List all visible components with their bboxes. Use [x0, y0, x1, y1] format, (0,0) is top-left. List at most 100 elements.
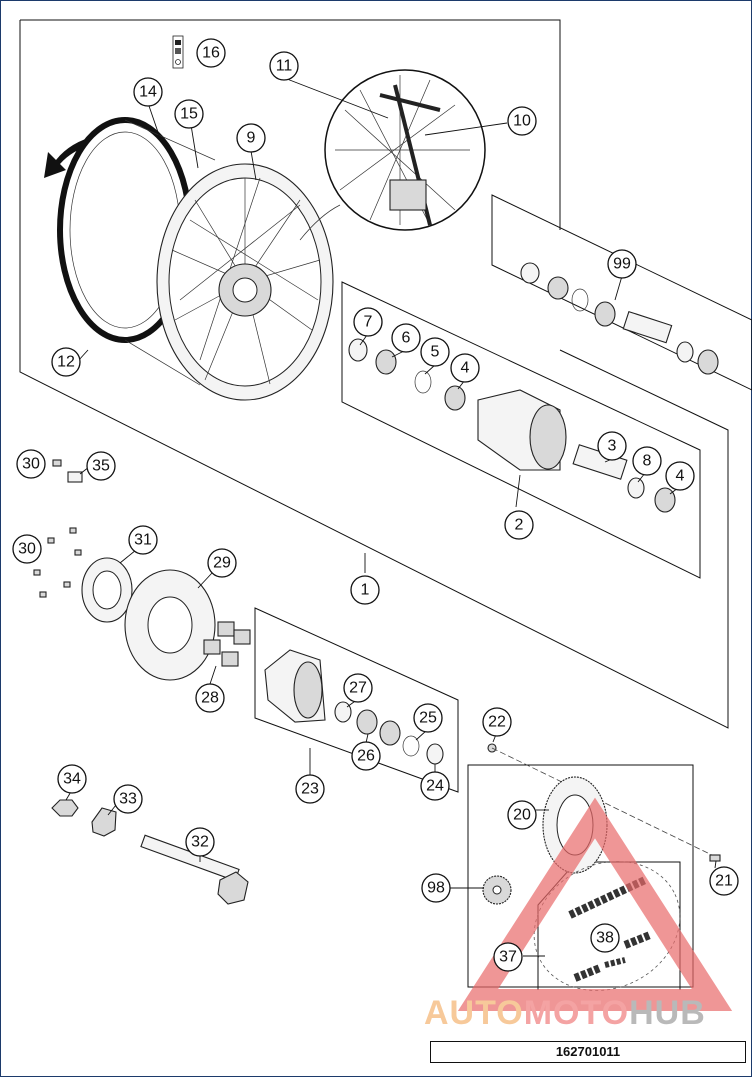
svg-text:16: 16	[202, 45, 220, 62]
svg-text:5: 5	[431, 344, 440, 361]
callout-27: 27	[343, 673, 373, 703]
bearing-kit-parts	[520, 262, 719, 375]
callout-33: 33	[113, 784, 143, 814]
callout-98: 98	[421, 873, 451, 903]
callout-21: 21	[709, 866, 739, 896]
small-fasteners	[33, 459, 83, 598]
watermark-part2: MOTO	[523, 994, 630, 1032]
callout-3: 3	[597, 431, 627, 461]
callout-labels: 1 2 3 4 4 5 6 7 8 9 10 11 12 14 15 16 20…	[12, 38, 739, 972]
hub-group-frame	[341, 281, 701, 579]
svg-text:23: 23	[301, 781, 319, 798]
svg-text:8: 8	[643, 453, 652, 470]
wheel-group-frame	[20, 19, 561, 230]
carrier-group-parts	[264, 649, 444, 765]
callout-35: 35	[86, 451, 116, 481]
svg-text:9: 9	[247, 130, 256, 147]
svg-text:98: 98	[427, 880, 445, 897]
svg-text:27: 27	[349, 680, 367, 697]
svg-text:37: 37	[499, 949, 517, 966]
svg-text:35: 35	[92, 458, 110, 475]
svg-text:15: 15	[180, 106, 198, 123]
callout-22: 22	[482, 707, 512, 737]
callout-24: 24	[420, 771, 450, 801]
callout-4a: 4	[450, 353, 480, 383]
callout-34: 34	[57, 764, 87, 794]
svg-text:30: 30	[22, 456, 40, 473]
callout-2: 2	[504, 510, 534, 540]
callout-23: 23	[295, 774, 325, 804]
callout-10: 10	[507, 106, 537, 136]
callout-99: 99	[607, 249, 637, 279]
callout-12: 12	[51, 347, 81, 377]
svg-text:30: 30	[18, 541, 36, 558]
svg-text:20: 20	[513, 807, 531, 824]
svg-text:31: 31	[134, 532, 152, 549]
rear-wheel	[57, 117, 334, 401]
callout-32: 32	[185, 827, 215, 857]
svg-text:4: 4	[461, 360, 470, 377]
sprocket-parts	[482, 743, 721, 905]
chain-parts	[533, 861, 681, 991]
callout-6: 6	[391, 323, 421, 353]
callout-5: 5	[420, 337, 450, 367]
hub-group-parts	[348, 338, 676, 513]
svg-text:32: 32	[191, 834, 209, 851]
svg-text:25: 25	[419, 710, 437, 727]
leader-lines	[65, 55, 717, 957]
callout-28: 28	[195, 683, 225, 713]
svg-text:11: 11	[276, 58, 293, 75]
svg-text:10: 10	[513, 113, 531, 130]
svg-text:12: 12	[57, 354, 75, 371]
svg-text:99: 99	[613, 256, 631, 273]
svg-text:34: 34	[63, 771, 81, 788]
callout-20: 20	[507, 800, 537, 830]
callout-15: 15	[174, 99, 204, 129]
watermark-text: AUTOMOTOHUB	[424, 994, 706, 1033]
svg-text:1: 1	[361, 582, 370, 599]
spoke-detail-view	[299, 69, 486, 241]
svg-text:4: 4	[676, 468, 685, 485]
callout-30b: 30	[12, 534, 42, 564]
svg-text:24: 24	[426, 778, 444, 795]
watermark-part1: AUTO	[424, 994, 524, 1032]
callout-38: 38	[590, 923, 620, 953]
svg-text:38: 38	[596, 930, 614, 947]
abs-ring	[81, 557, 133, 623]
svg-text:3: 3	[608, 438, 617, 455]
svg-text:28: 28	[201, 690, 219, 707]
callout-1: 1	[350, 575, 380, 605]
callout-4b: 4	[665, 461, 695, 491]
brake-disc	[124, 569, 216, 681]
svg-text:21: 21	[715, 873, 733, 890]
svg-text:22: 22	[488, 714, 506, 731]
watermark-logo	[457, 797, 733, 1011]
svg-text:14: 14	[139, 84, 157, 101]
callout-25: 25	[413, 703, 443, 733]
svg-text:26: 26	[357, 748, 375, 765]
wheel-group-frame-left	[19, 20, 729, 729]
sprint-kit-frame	[467, 764, 694, 988]
callout-29: 29	[207, 548, 237, 578]
bearing-kit-frame	[491, 194, 752, 391]
svg-text:29: 29	[213, 555, 231, 572]
callout-11: 11	[269, 51, 299, 81]
callout-9: 9	[236, 123, 266, 153]
watermark-part3: HUB	[629, 994, 706, 1032]
callout-31: 31	[128, 525, 158, 555]
drawing-number: 162701011	[430, 1041, 746, 1063]
axle-parts	[51, 799, 249, 905]
callout-16: 16	[196, 38, 226, 68]
svg-text:7: 7	[364, 314, 373, 331]
callout-7: 7	[353, 307, 383, 337]
callout-14: 14	[133, 77, 163, 107]
svg-text:2: 2	[515, 517, 524, 534]
carrier-group-frame	[254, 607, 459, 793]
callout-8: 8	[632, 446, 662, 476]
callout-37: 37	[493, 942, 523, 972]
svg-text:6: 6	[402, 330, 411, 347]
svg-text:33: 33	[119, 791, 137, 808]
label-tag-icon	[172, 35, 184, 69]
callout-30a: 30	[16, 449, 46, 479]
